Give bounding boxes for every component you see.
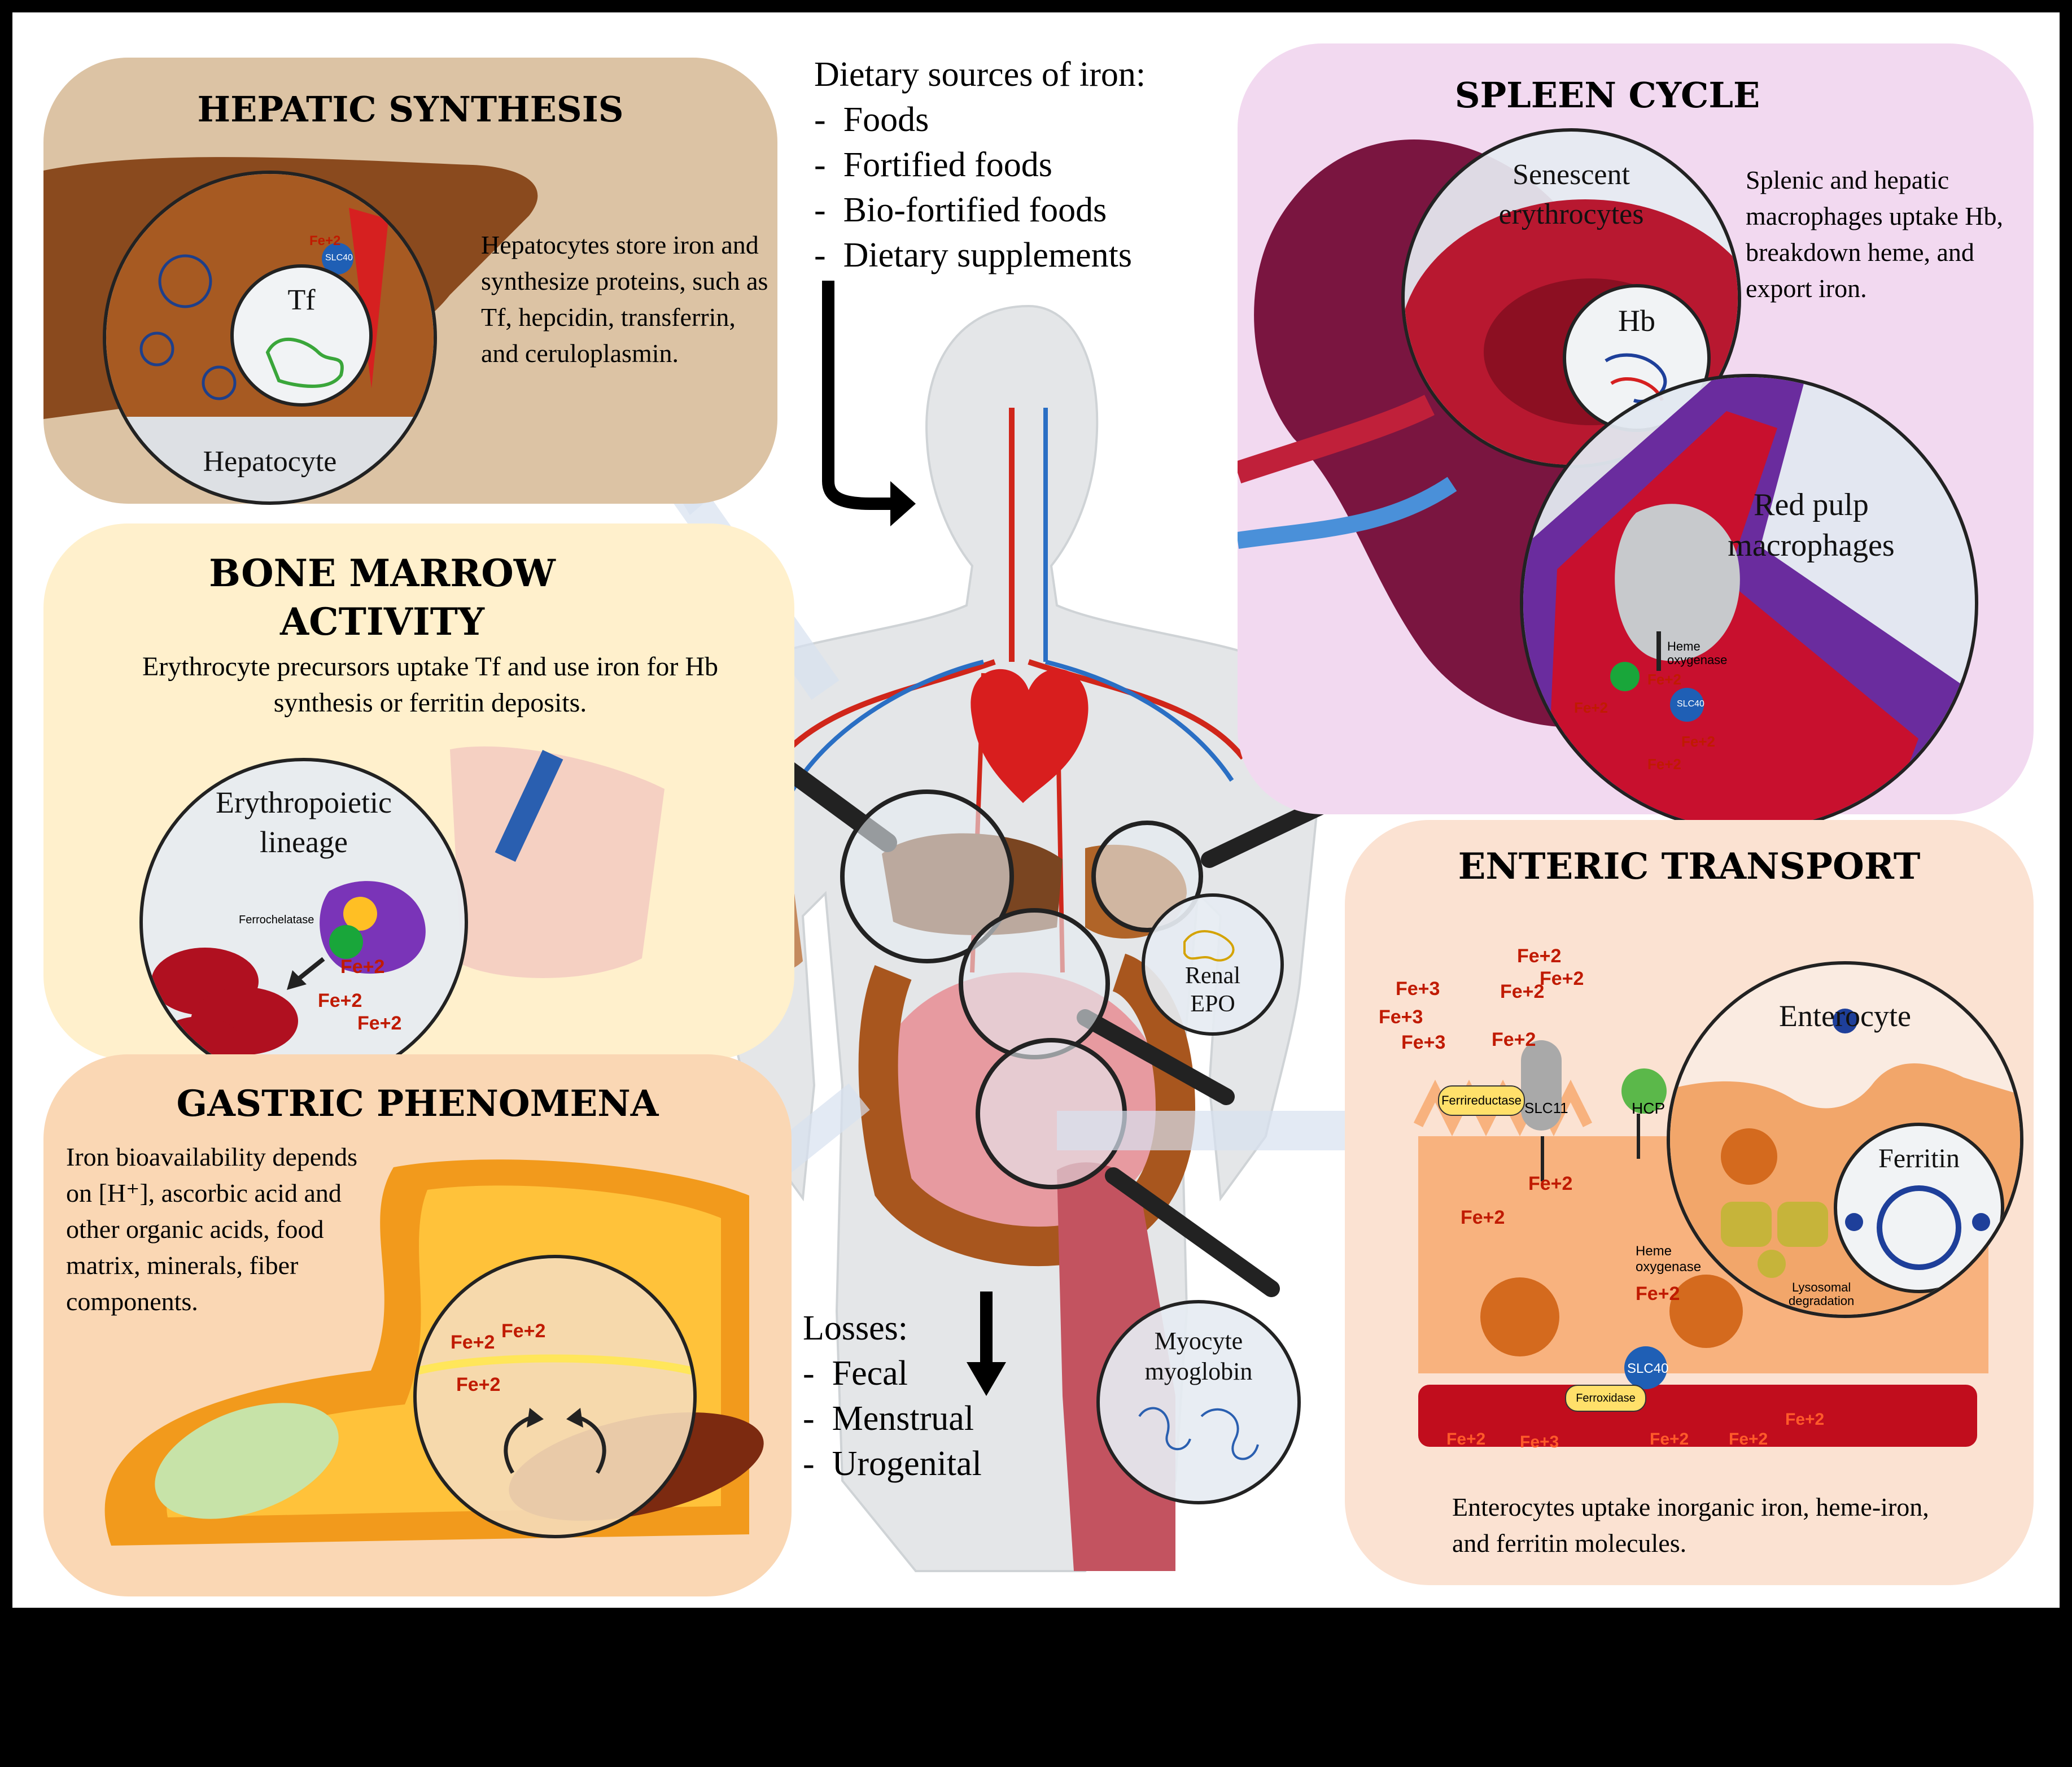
enteric-title: ENTERIC TRANSPORT <box>1458 845 1921 888</box>
ferritin-cluster-icon <box>139 254 237 400</box>
slc11-label: SLC11 <box>1524 1100 1568 1116</box>
hcp-label: HCP <box>1632 1100 1666 1117</box>
spleen-description: Splenic and hepatic macrophages uptake H… <box>1746 165 2004 303</box>
slc40-transporter-icon <box>322 243 353 274</box>
fe2-label: Fe+2 <box>1461 1207 1505 1228</box>
losses-title: Losses: <box>803 1309 908 1347</box>
ferritin-inner-circle: Ferritin <box>1834 1123 2004 1293</box>
erythropoietic-circle: Erythropoietic lineage Ferrochelatase Fe… <box>139 758 468 1087</box>
hepatocyte-circle: Fe+2 SLC40 Tf Hepatocyte <box>103 171 437 505</box>
slc11-transporter <box>1521 1040 1562 1131</box>
fe-label: Fe+2 <box>1647 756 1681 773</box>
renal-epo-label: Renal EPO <box>1185 963 1240 1017</box>
ferritin-particle-icon <box>1833 1009 1857 1033</box>
hepatocyte-slc40-label: SLC40 <box>325 253 353 263</box>
blood-fe-label: Fe+2 <box>1785 1410 1825 1429</box>
slc40-transporter <box>1624 1346 1667 1389</box>
losses-item: Fecal <box>803 1351 982 1396</box>
blood-fe-label: Fe+3 <box>1520 1433 1559 1451</box>
fe-label: Fe+2 <box>1574 699 1608 716</box>
blood-vessel <box>1418 1385 1977 1447</box>
fe2-label: Fe+2 <box>1492 1029 1536 1050</box>
hepatocyte-label: Hepatocyte <box>203 446 337 478</box>
fe2-label: Fe+2 <box>1500 981 1545 1002</box>
fe-label: Fe+2 <box>1681 733 1715 750</box>
bone-marrow-title-line2: ACTIVITY <box>279 600 485 644</box>
hepatic-title: HEPATIC SYNTHESIS <box>197 89 624 130</box>
ferrireductase-label: Ferrireductase <box>1438 1085 1525 1116</box>
dietary-list: Foods Fortified foods Bio-fortified food… <box>814 97 1146 278</box>
myocyte-label: Myocyte myoglobin <box>1144 1327 1253 1385</box>
fe-label: Fe+2 <box>318 990 362 1011</box>
fe2-label: Fe+2 <box>1540 968 1584 989</box>
fe3-label: Fe+3 <box>1401 1032 1446 1053</box>
enteric-description: Enterocytes uptake inorganic iron, heme-… <box>1452 1493 1929 1557</box>
enterocyte-circle: Enterocyte Ferritin Lysosomal degradatio… <box>1667 961 2023 1318</box>
tf-label: Tf <box>287 284 316 316</box>
tf-inner-circle: Tf <box>230 264 373 407</box>
bone-marrow-description: Erythrocyte precursors uptake Tf and use… <box>142 652 719 718</box>
heme-oxygenase-label: Heme oxygenase <box>1667 639 1728 667</box>
dietary-sources-block: Dietary sources of iron: Foods Fortified… <box>814 52 1146 278</box>
fe3-label: Fe+3 <box>1396 978 1440 1000</box>
dietary-item: Foods <box>814 97 1146 142</box>
enterocyte-label: Enterocyte <box>1779 999 1911 1033</box>
blood-fe-label: Fe+2 <box>1446 1430 1486 1448</box>
spleen-slc40-label: SLC40 <box>1677 699 1704 709</box>
gastric-title: GASTRIC PHENOMENA <box>176 1083 659 1125</box>
fe2-label: Fe+2 <box>1528 1173 1573 1194</box>
slc40-label: SLC40 <box>1627 1361 1669 1376</box>
gastric-circle: Fe+2 Fe+2 Fe+2 <box>413 1255 697 1538</box>
ferritin-label: Ferritin <box>1878 1144 1960 1173</box>
fe-label: Fe+2 <box>501 1320 546 1342</box>
myocyte-circle: Myocyte myoglobin <box>1096 1300 1301 1504</box>
red-pulp-circle: Red pulp macrophages Heme oxygenase SLC4… <box>1520 374 1978 832</box>
myoglobin-molecule-icon <box>1138 1407 1259 1460</box>
ferritin-molecule-icon <box>1877 1185 1961 1270</box>
fe2-label: Fe+2 <box>1517 945 1562 967</box>
hepatocyte-fe-label: Fe+2 <box>309 233 341 248</box>
gastric-description: Iron bioavailability depends on [H⁺], as… <box>66 1142 358 1316</box>
fe-label: Fe+2 <box>1647 671 1681 688</box>
fe-label: Fe+2 <box>340 956 385 978</box>
senescent-erythrocytes-label: Senescent erythrocytes <box>1498 159 1644 230</box>
human-body-illustration <box>547 281 1453 1572</box>
dietary-title: Dietary sources of iron: <box>814 55 1146 94</box>
fe-label: Fe+2 <box>451 1332 495 1353</box>
dietary-item: Dietary supplements <box>814 233 1146 278</box>
transferrin-molecule-icon <box>265 337 344 388</box>
fe-label: Fe+2 <box>456 1374 501 1395</box>
figure-canvas: Dietary sources of iron: Foods Fortified… <box>12 12 2060 1608</box>
losses-item: Menstrual <box>803 1396 982 1441</box>
losses-item: Urogenital <box>803 1441 982 1486</box>
ferroxidase-label: Ferroxidase <box>1565 1385 1646 1412</box>
lysosomal-degradation-label: Lysosomal degradation <box>1789 1280 1855 1308</box>
hb-label: Hb <box>1618 304 1655 338</box>
bone-marrow-title: BONE MARROW ACTIVITY <box>66 549 698 646</box>
macrophage-icon <box>1615 504 1740 661</box>
losses-list: Fecal Menstrual Urogenital <box>803 1351 982 1486</box>
erythropoietic-label: Erythropoietic lineage <box>216 786 392 859</box>
red-pulp-label: Red pulp macrophages <box>1728 487 1895 563</box>
blood-fe-label: Fe+2 <box>1650 1430 1689 1448</box>
spleen-title: SPLEEN CYCLE <box>1454 75 1760 116</box>
senescent-erythrocytes-circle: Senescent erythrocytes Hb <box>1401 128 1741 468</box>
hepatic-description: Hepatocytes store iron and synthesize pr… <box>481 230 768 368</box>
bone-marrow-title-line1: BONE MARROW <box>209 551 556 595</box>
hcp-transporter <box>1621 1068 1667 1114</box>
blood-fe-label: Fe+2 <box>1729 1430 1768 1448</box>
fe3-label: Fe+3 <box>1379 1006 1423 1028</box>
fe-label: Fe+2 <box>357 1013 402 1034</box>
losses-block: Losses: Fecal Menstrual Urogenital <box>803 1306 982 1486</box>
dietary-item: Bio-fortified foods <box>814 187 1146 233</box>
dietary-item: Fortified foods <box>814 142 1146 187</box>
cabbage-icon <box>155 1403 339 1519</box>
renal-epo-circle: Renal EPO <box>1142 893 1284 1036</box>
erythrocyte-cells-icon <box>151 948 298 1071</box>
ferrochelatase-label: Ferrochelatase <box>239 914 314 926</box>
